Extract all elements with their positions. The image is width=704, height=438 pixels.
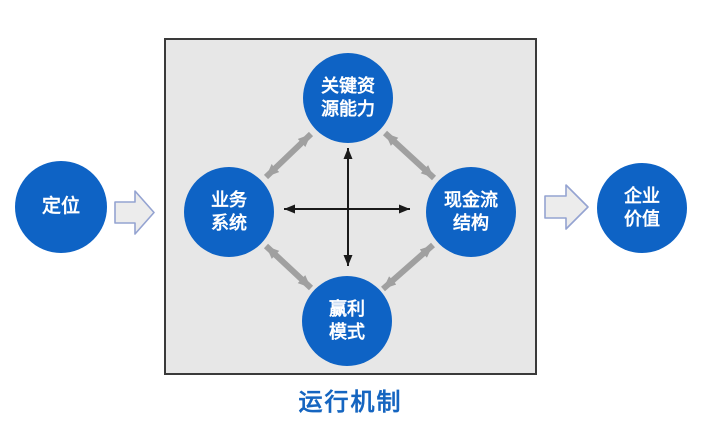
node-business-system-line2: 系统 — [211, 213, 247, 233]
node-key-resources-line2: 源能力 — [321, 99, 375, 119]
node-enterprise-value: 企业 价值 — [597, 163, 687, 253]
node-profit-model: 赢利 模式 — [302, 276, 392, 366]
node-positioning: 定位 — [15, 161, 107, 253]
node-business-system-line1: 业务 — [211, 189, 247, 210]
node-enterprise-value-line2: 价值 — [624, 209, 660, 229]
node-cash-flow-line1: 现金流 — [444, 189, 498, 210]
node-profit-model-line2: 模式 — [329, 322, 365, 342]
node-enterprise-value-line1: 企业 — [624, 185, 660, 206]
node-positioning-label: 定位 — [41, 195, 80, 217]
node-cash-flow: 现金流 结构 — [426, 167, 516, 257]
node-profit-model-line1: 赢利 — [329, 298, 365, 319]
node-key-resources: 关键资 源能力 — [303, 53, 393, 143]
node-cash-flow-line2: 结构 — [453, 213, 489, 233]
operating-mechanism-label: 运行机制 — [298, 389, 403, 416]
node-business-system: 业务 系统 — [184, 167, 274, 257]
node-key-resources-line1: 关键资 — [321, 75, 375, 96]
block-arrow-box-to-value — [544, 184, 589, 230]
block-arrow-positioning-to-box — [114, 190, 155, 235]
